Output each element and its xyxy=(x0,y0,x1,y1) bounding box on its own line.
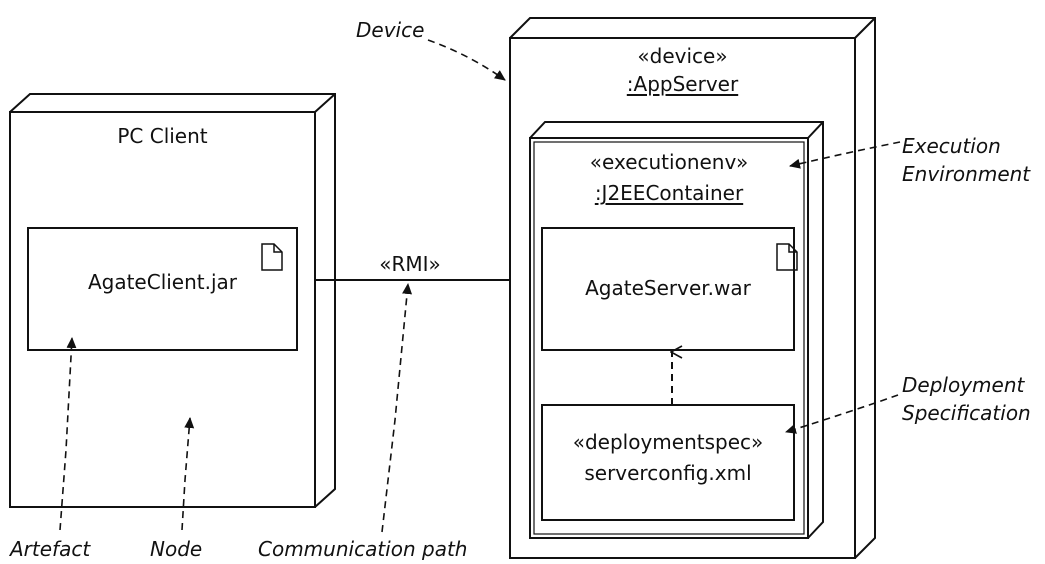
deployment-spec-box xyxy=(541,404,795,521)
node-annotation: Node xyxy=(150,537,203,561)
deployment-specification-annotation-line2: Specification xyxy=(902,401,1031,425)
execution-environment-name: :J2EEContainer xyxy=(534,181,804,205)
artefact-annotation: Artefact xyxy=(10,537,91,561)
pc-client-node xyxy=(9,93,336,508)
document-icon xyxy=(776,243,798,271)
app-server-stereotype: «device» xyxy=(637,44,728,68)
communication-path-pointer-arrow xyxy=(381,283,413,533)
agate-server-artifact xyxy=(541,227,795,351)
deployment-spec-name: serverconfig.xml xyxy=(584,461,752,485)
pc-client-title: PC Client xyxy=(117,124,208,148)
document-icon xyxy=(261,243,283,271)
execution-environment-stereotype: «executionenv» xyxy=(589,150,749,174)
deployment-specification-pointer-arrow xyxy=(785,394,899,434)
execution-environment-name-text: :J2EEContainer xyxy=(594,181,744,205)
execution-environment-node xyxy=(529,121,824,539)
communication-path-annotation: Communication path xyxy=(258,537,468,561)
execution-environment-annotation-line1: Execution xyxy=(902,134,1001,158)
communication-path-stereotype: «RMI» xyxy=(379,252,441,276)
execution-environment-pointer-arrow xyxy=(789,141,901,169)
deployment-specification-annotation-line1: Deployment xyxy=(902,373,1025,397)
agate-server-artifact-label: AgateServer.war xyxy=(585,276,751,300)
app-server-name: :AppServer xyxy=(510,72,855,96)
deployment-spec-stereotype: «deploymentspec» xyxy=(572,430,764,454)
agate-client-artifact-label: AgateClient.jar xyxy=(87,270,238,294)
node-pointer-arrow xyxy=(181,417,195,531)
execution-environment-annotation-line2: Environment xyxy=(902,162,1031,186)
artefact-pointer-arrow xyxy=(59,337,77,531)
app-server-name-text: :AppServer xyxy=(626,72,739,96)
device-pointer-arrow xyxy=(427,39,506,81)
app-server-node xyxy=(509,17,876,559)
device-annotation: Device xyxy=(356,18,425,42)
agate-client-artifact xyxy=(27,227,298,351)
